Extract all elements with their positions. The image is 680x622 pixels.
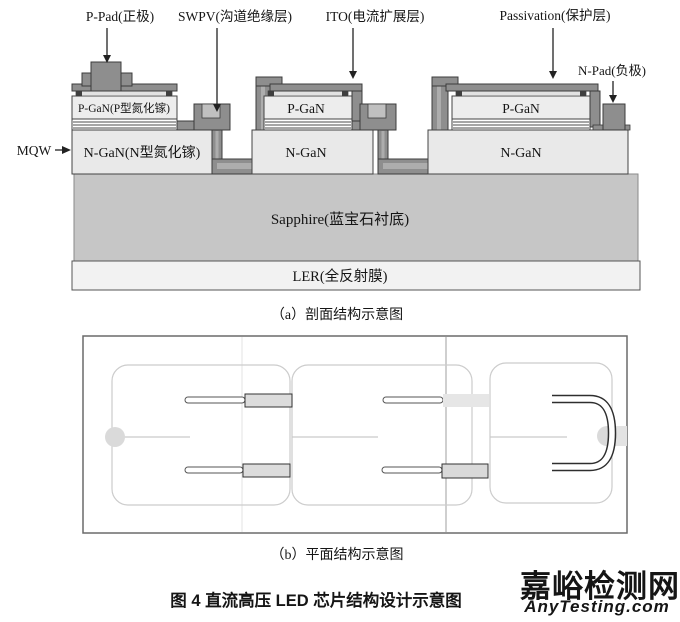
mqw-arrow-head <box>62 146 71 154</box>
cell3-rim-cap <box>431 76 459 87</box>
finger-j1-bottom <box>184 466 244 474</box>
cell2-pgan-label: P-GaN <box>287 101 325 116</box>
ito-contact-edge <box>580 90 586 97</box>
sapphire-layer <box>73 173 639 262</box>
cell2-rim-cap <box>255 76 283 87</box>
passivation-label: Passivation(保护层) <box>500 8 611 23</box>
finger-j2-bottom <box>381 466 443 474</box>
cell3-passivation-top <box>445 83 599 92</box>
led-cell-3 <box>427 83 631 175</box>
swpv-notch-2 <box>367 103 387 119</box>
watermark: 嘉峪检测网 AnyTesting.com <box>520 569 680 616</box>
cell1-pgan-label: P-GaN(P型氮化镓) <box>78 101 170 115</box>
figure-caption: 图 4 直流高压 LED 芯片结构设计示意图 <box>170 590 462 610</box>
ito-contact-edge <box>456 90 462 97</box>
ito-label: ITO(电流扩展层) <box>326 9 425 24</box>
finger-j1-top <box>184 396 246 404</box>
watermark-cn: 嘉峪检测网 <box>520 569 680 604</box>
cell3-right-wall <box>589 90 601 128</box>
finger-j2-top <box>382 396 444 404</box>
plan-outer-border <box>82 335 628 534</box>
sapphire-label: Sapphire(蓝宝石衬底) <box>271 211 409 228</box>
cell2-ngan-label: N-GaN <box>285 146 326 161</box>
cross-section: P-Pad(正极) SWPV(沟道绝缘层) ITO(电流扩展层) Passiva… <box>17 8 646 323</box>
ito-contact-edge <box>166 90 172 97</box>
cell2-ngan-layer <box>251 129 374 175</box>
plan-p-pad-circle <box>105 427 125 447</box>
ito-contact-edge <box>342 90 348 97</box>
ler-layer <box>71 260 641 291</box>
p-pad <box>90 61 122 92</box>
bridge-pad-j2-top <box>443 394 489 407</box>
plan-u-bracket-core <box>552 396 615 470</box>
led-cell-1 <box>71 61 213 175</box>
cell1-ngan-label: N-GaN(N型氮化镓) <box>84 145 201 161</box>
caption-a: （a）剖面结构示意图 <box>271 306 403 323</box>
cell2-passivation-top <box>269 83 363 92</box>
bridge-pad-j2-bottom <box>441 463 489 479</box>
p-pad-label: P-Pad(正极) <box>86 9 154 24</box>
led-cell-2 <box>251 83 374 175</box>
plan-cell2-outline <box>291 364 473 506</box>
trench1-bottom-lining <box>217 163 263 169</box>
ito-contact-edge <box>268 90 274 97</box>
watermark-en: AnyTesting.com <box>523 597 670 616</box>
n-pad-arrow-head <box>609 95 617 103</box>
bridge-pad-j1-bottom <box>242 463 291 478</box>
caption-b: （b）平面结构示意图 <box>271 546 404 563</box>
trench2-bottom-lining <box>383 163 429 169</box>
plan-view: （b）平面结构示意图 <box>82 335 628 563</box>
cell3-ito-layer <box>455 90 587 97</box>
mqw-label: MQW <box>17 143 52 158</box>
cell3-ngan-label: N-GaN <box>500 146 541 161</box>
n-pad <box>602 103 626 131</box>
leader-arrows <box>55 28 614 151</box>
cell2-ito-layer <box>267 90 349 97</box>
passivation-arrow-head <box>549 71 557 79</box>
p-pad-arrow-head <box>103 55 111 63</box>
ito-arrow-head <box>349 71 357 79</box>
ito-contact-edge <box>76 90 82 97</box>
bridge-pad-j1-top <box>244 393 293 408</box>
ler-label: LER(全反射膜) <box>292 267 387 285</box>
cell1-ito-layer <box>75 90 173 97</box>
n-pad-label: N-Pad(负极) <box>578 63 646 78</box>
cell3-pgan-label: P-GaN <box>502 101 540 116</box>
arrow-heads <box>62 55 617 154</box>
swpv-label: SWPV(沟道绝缘层) <box>178 9 292 24</box>
swpv-arrow-head <box>213 104 221 112</box>
